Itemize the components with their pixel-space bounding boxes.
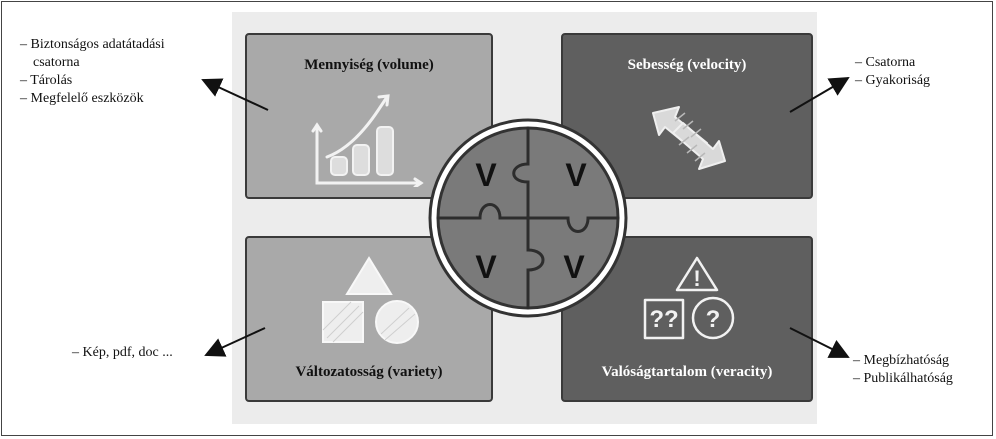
card-variety: Változatosság (variety): [245, 236, 493, 402]
notes-variety: – Kép, pdf, doc ...: [72, 344, 173, 362]
double-arrow-icon: [652, 106, 726, 170]
card-volume: Mennyiség (volume): [245, 33, 493, 199]
svg-text:??: ??: [649, 306, 678, 333]
note-item: – Publikálhatóság: [853, 371, 953, 386]
puzzle-piece-bottom-left: V: [475, 249, 497, 285]
notes-volume: – Biztonságos adatátadási csatorna – Tár…: [20, 36, 165, 108]
notes-velocity: – Csatorna – Gyakoriság: [855, 54, 930, 90]
svg-text:!: !: [693, 266, 700, 291]
note-item: – Megbízhatóság: [853, 353, 950, 368]
shapes-icon: [322, 256, 419, 344]
warning-question-icon: ! ?? ?: [643, 256, 735, 340]
notes-veracity: – Megbízhatóság – Publikálhatóság: [853, 352, 953, 388]
note-item: – Megfelelő eszközök: [20, 91, 144, 106]
note-item: – Kép, pdf, doc ...: [72, 345, 173, 360]
note-item: – Biztonságos adatátadási: [20, 37, 165, 52]
card-variety-title: Változatosság (variety): [295, 364, 443, 380]
puzzle-piece-top-left: V: [475, 157, 497, 193]
card-velocity-title: Sebesség (velocity): [627, 57, 747, 73]
card-volume-title: Mennyiség (volume): [304, 57, 434, 73]
bar-chart-growth-icon: [311, 94, 424, 187]
svg-text:?: ?: [706, 306, 721, 333]
card-veracity-title: Valóságtartalom (veracity): [601, 364, 773, 380]
note-item: – Tárolás: [20, 73, 73, 88]
note-item: – Csatorna: [855, 55, 916, 70]
note-item: – Gyakoriság: [855, 73, 931, 88]
puzzle-piece-top-right: V: [565, 157, 587, 193]
note-item: csatorna: [33, 55, 80, 70]
puzzle-piece-bottom-right: V: [563, 249, 585, 285]
